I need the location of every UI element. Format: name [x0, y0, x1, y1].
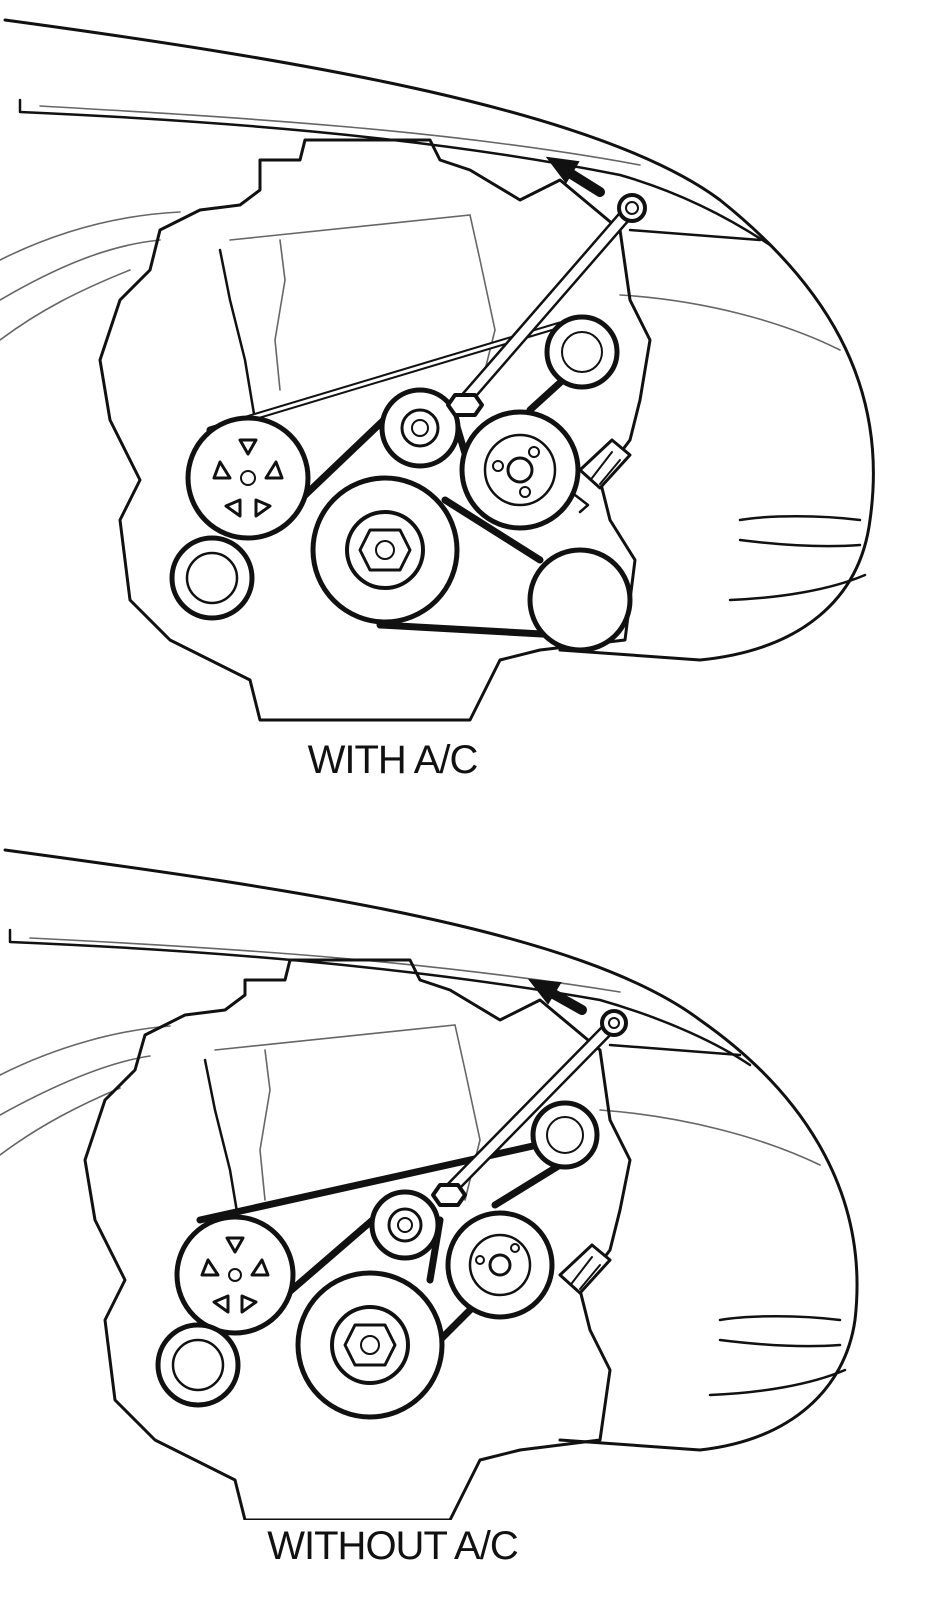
water-pump-pulley [185, 415, 311, 541]
tensioner-socket [446, 393, 484, 417]
tensioner-fitting-b [558, 1243, 612, 1295]
belt-right-span [441, 496, 544, 564]
tensioner-pulley [459, 409, 581, 531]
belt-tensioner-span-b [491, 1161, 564, 1209]
alternator-hub [561, 331, 603, 373]
alternator-pulley [544, 314, 620, 390]
breaker-bar-handle [617, 193, 647, 223]
tensioner-bolt [506, 456, 534, 484]
bumper-line-2 [0, 239, 161, 301]
belt-diagram-without-ac [0, 848, 859, 1520]
idler-pulley [379, 387, 461, 469]
water-pump-holes [212, 438, 284, 518]
body-crease-2 [619, 294, 841, 351]
water-pump-holes-b [200, 1236, 270, 1314]
engine-outline-b [83, 958, 632, 1520]
engine-detail-2 [274, 239, 286, 391]
alternator-pulley-b [530, 1100, 600, 1170]
direction-arrow-icon [527, 978, 587, 1015]
body-crease [628, 228, 762, 242]
belt-upper-span-b [196, 1136, 564, 1224]
idler-pulley-b [369, 1189, 441, 1261]
caption-without-ac: WITHOUT A/C [267, 1524, 518, 1568]
headlight-lines-b [718, 1315, 842, 1348]
hood-edge-inner [39, 105, 641, 166]
direction-arrow-icon [545, 156, 605, 197]
headlight-lower [728, 573, 867, 602]
engine-detail-1 [229, 214, 496, 391]
engine-outline [98, 138, 652, 722]
power-steering-pulley-b [155, 1322, 241, 1408]
bumper-line-b1 [0, 1025, 171, 1076]
breaker-bar-handle-b [600, 1009, 628, 1037]
bumper-line-3 [0, 269, 131, 341]
fender-outline [3, 18, 875, 662]
crankshaft-bolt-b [343, 1323, 397, 1367]
diagram-with-ac: WITH A/C [0, 0, 925, 800]
tensioner-fitting [578, 438, 632, 490]
diagram-without-ac: WITHOUT A/C [0, 820, 925, 1603]
belt-diagram-with-ac [0, 18, 875, 722]
body-crease-b [608, 1043, 742, 1057]
hood-edge-b [8, 928, 752, 1067]
power-steering-pulley [169, 535, 255, 621]
tensioner-socket-b [431, 1183, 467, 1207]
caption-with-ac: WITH A/C [307, 738, 479, 782]
crankshaft-bolt [358, 528, 412, 572]
bumper-line-1 [0, 211, 181, 261]
water-pump-pulley-b [174, 1214, 296, 1336]
engine-detail-3 [218, 248, 257, 422]
fender-outline-b [3, 848, 859, 1452]
belt-lower-span [376, 621, 564, 639]
headlight-lines [738, 515, 862, 548]
tensioner-pulley-b [445, 1210, 555, 1320]
ac-compressor-pulley [527, 547, 633, 653]
water-pump-center [240, 470, 256, 486]
hood-edge [18, 98, 772, 247]
